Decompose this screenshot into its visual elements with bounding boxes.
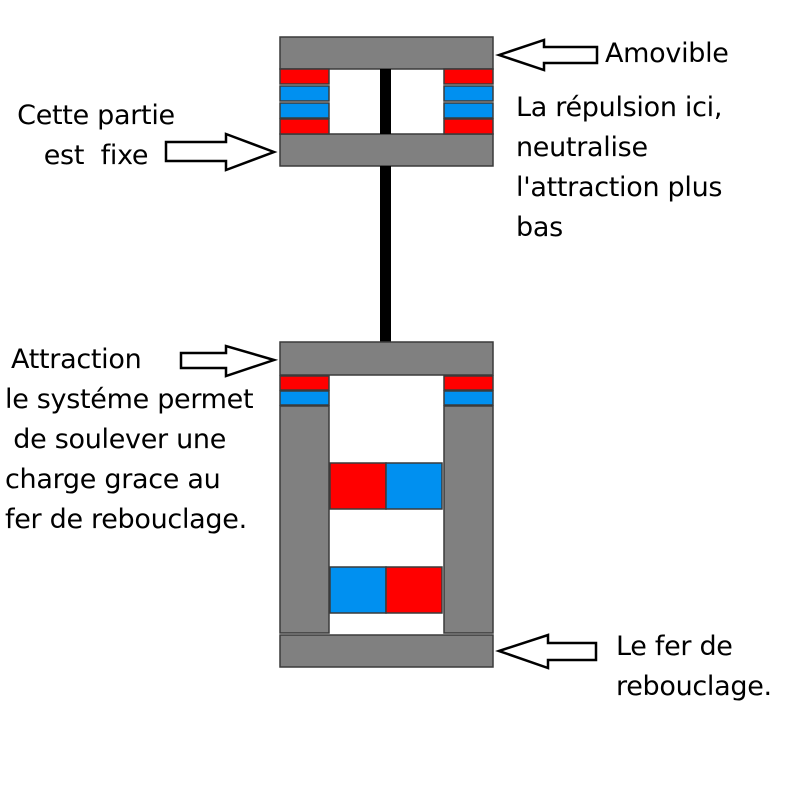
- attraction-line-3: de soulever une: [5, 424, 227, 455]
- lower-right-magnet-2: [443, 390, 494, 406]
- lower-top-plate: [279, 341, 494, 376]
- repulsion-line-3: l'attraction plus: [516, 172, 723, 203]
- arrow-icon-removable: [495, 38, 599, 72]
- upper-inner-rod: [380, 69, 391, 134]
- repulsion-line-2: neutralise: [516, 132, 648, 163]
- upper-right-magnet-1: [443, 68, 494, 85]
- arrow-icon-return-iron: [495, 633, 598, 670]
- return-iron-plate: [279, 634, 494, 668]
- lower-left-magnet-1: [279, 375, 330, 391]
- upper-right-magnet-2: [443, 85, 494, 102]
- arrow-icon-attraction: [179, 344, 279, 378]
- upper-left-magnet-3: [279, 102, 330, 119]
- lower-left-magnet-2: [279, 390, 330, 406]
- label-removable: Amovible: [605, 38, 729, 69]
- upper-fixed-plate: [279, 133, 494, 167]
- lower-right-magnet-1: [443, 375, 494, 391]
- fixed-part-line-1: Cette partie: [17, 100, 175, 131]
- upper-assembly: [279, 36, 494, 167]
- upper-left-magnet-4: [279, 118, 330, 135]
- label-attraction-note: Attraction le systéme permet de soulever…: [5, 340, 254, 540]
- upper-left-magnet-2: [279, 85, 330, 102]
- label-return-iron: Le fer de rebouclage.: [616, 627, 772, 707]
- label-repulsion-note: La répulsion ici, neutralise l'attractio…: [516, 88, 722, 248]
- central-magnet-upper-red: [329, 462, 387, 510]
- central-magnet-lower-blue: [329, 566, 387, 614]
- central-magnet-upper-blue: [385, 462, 443, 510]
- repulsion-line-4: bas: [516, 212, 563, 243]
- repulsion-line-1: La répulsion ici,: [516, 92, 723, 123]
- fixed-part-line-2: est fixe: [43, 140, 149, 171]
- upper-right-magnet-3: [443, 102, 494, 119]
- attraction-line-1: Attraction: [11, 344, 142, 375]
- label-fixed-part: Cette partie est fixe: [8, 96, 184, 176]
- central-magnet-lower-red: [385, 566, 443, 614]
- lower-right-leg: [443, 405, 494, 634]
- attraction-line-2: le systéme permet: [5, 384, 254, 415]
- upper-left-magnet-1: [279, 68, 330, 85]
- return-iron-line-1: Le fer de: [616, 631, 733, 662]
- attraction-line-5: fer de rebouclage.: [5, 504, 247, 535]
- arrow-icon-fixed: [164, 132, 278, 172]
- lower-left-leg: [279, 405, 330, 634]
- attraction-line-4: charge grace au: [5, 464, 221, 495]
- upper-right-magnet-4: [443, 118, 494, 135]
- return-iron-line-2: rebouclage.: [616, 671, 772, 702]
- connecting-rod: [380, 166, 391, 342]
- lower-assembly: [279, 341, 494, 668]
- upper-removable-plate: [279, 36, 494, 70]
